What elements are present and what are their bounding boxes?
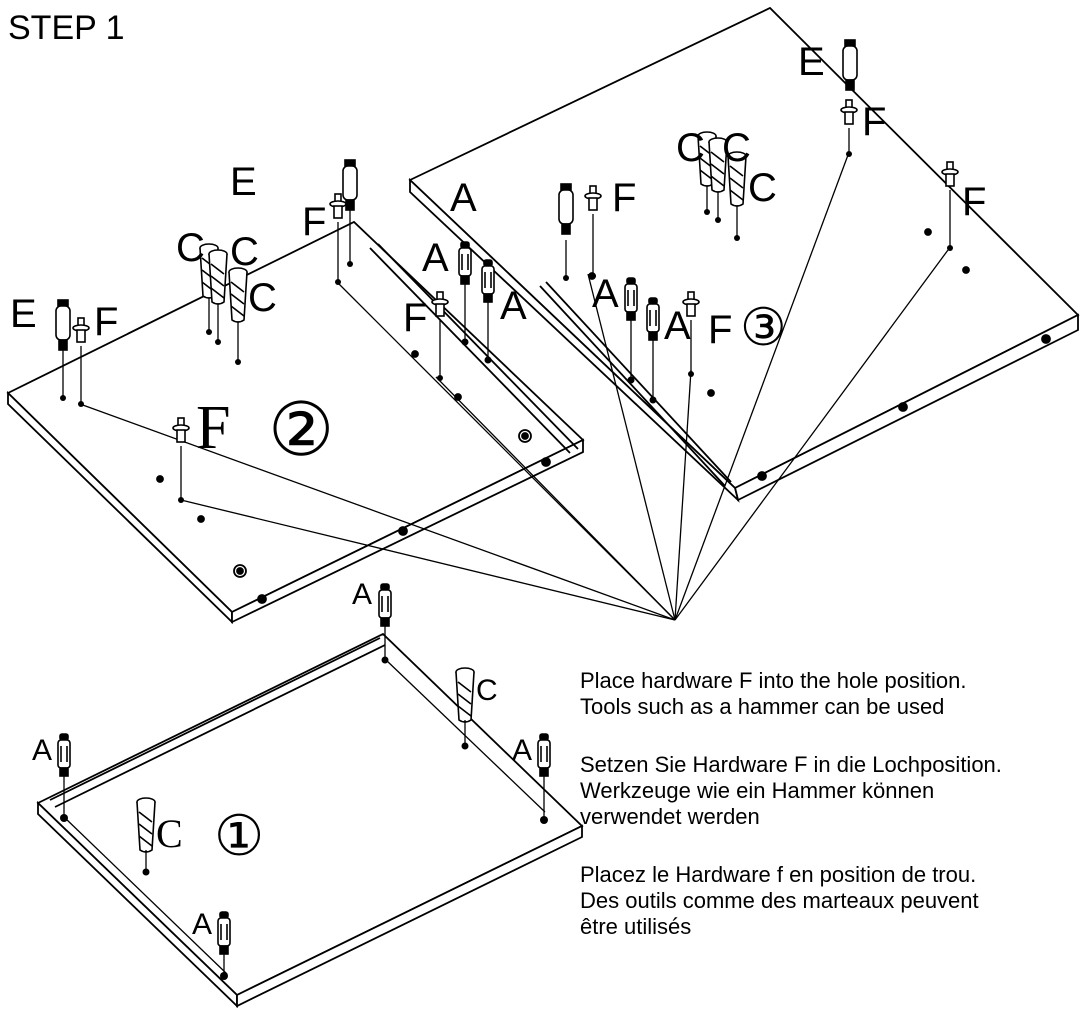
label-a: A <box>352 578 373 611</box>
label-f: F <box>302 200 327 244</box>
label-c: C <box>722 126 751 170</box>
label-a: A <box>592 272 619 316</box>
dowel-a <box>624 277 638 321</box>
panel-number-2: ② <box>268 387 335 473</box>
label-a: A <box>422 236 449 280</box>
label-a: A <box>500 284 527 328</box>
shelf-pin-f <box>72 317 90 343</box>
label-e: E <box>10 292 37 336</box>
label-c: C <box>176 226 205 270</box>
dowel-a <box>57 733 71 777</box>
label-a: A <box>450 176 477 220</box>
dowel-a <box>481 259 495 303</box>
label-a: A <box>32 734 53 767</box>
dowel-a <box>458 241 472 285</box>
label-f: F <box>708 308 733 352</box>
label-a: A <box>512 734 533 767</box>
dowel-c <box>136 797 156 853</box>
step-title: STEP 1 <box>8 9 125 47</box>
label-c: C <box>230 230 259 274</box>
label-a: A <box>192 908 213 941</box>
label-c: C <box>476 674 498 707</box>
dowel-a <box>646 297 660 341</box>
label-c: C <box>676 126 705 170</box>
hole-markers <box>60 151 953 980</box>
label-f: F <box>962 180 987 224</box>
cam-bolt-e <box>55 299 71 351</box>
panel-2 <box>6 220 585 625</box>
label-e: E <box>230 160 257 204</box>
label-c: C <box>248 276 277 320</box>
instruction-english: Place hardware F into the hole position.… <box>580 668 967 719</box>
panel-number-3: ③ <box>740 298 787 358</box>
label-c: C <box>156 811 183 856</box>
panel-number-1: ① <box>214 804 265 869</box>
dowel-c <box>455 667 475 723</box>
dowel-a <box>537 733 551 777</box>
instruction-german: Setzen Sie Hardware F in die Lochpositio… <box>580 752 1002 829</box>
instruction-french: Placez le Hardware f en position de trou… <box>580 862 979 939</box>
dowel-a <box>217 911 231 955</box>
label-c: C <box>748 166 777 210</box>
dowel-c <box>228 267 248 323</box>
label-f: F <box>612 176 637 220</box>
insertion-lines <box>62 128 951 974</box>
label-a: A <box>664 304 691 348</box>
guide-lines <box>63 154 949 975</box>
dowel-a <box>378 583 392 627</box>
label-f: F <box>94 300 119 344</box>
dowel-c <box>208 249 228 305</box>
label-f: F <box>862 100 887 144</box>
label-f-large: F <box>196 394 231 462</box>
label-e: E <box>798 40 825 84</box>
panel-1 <box>36 632 584 1009</box>
label-f: F <box>403 296 428 340</box>
